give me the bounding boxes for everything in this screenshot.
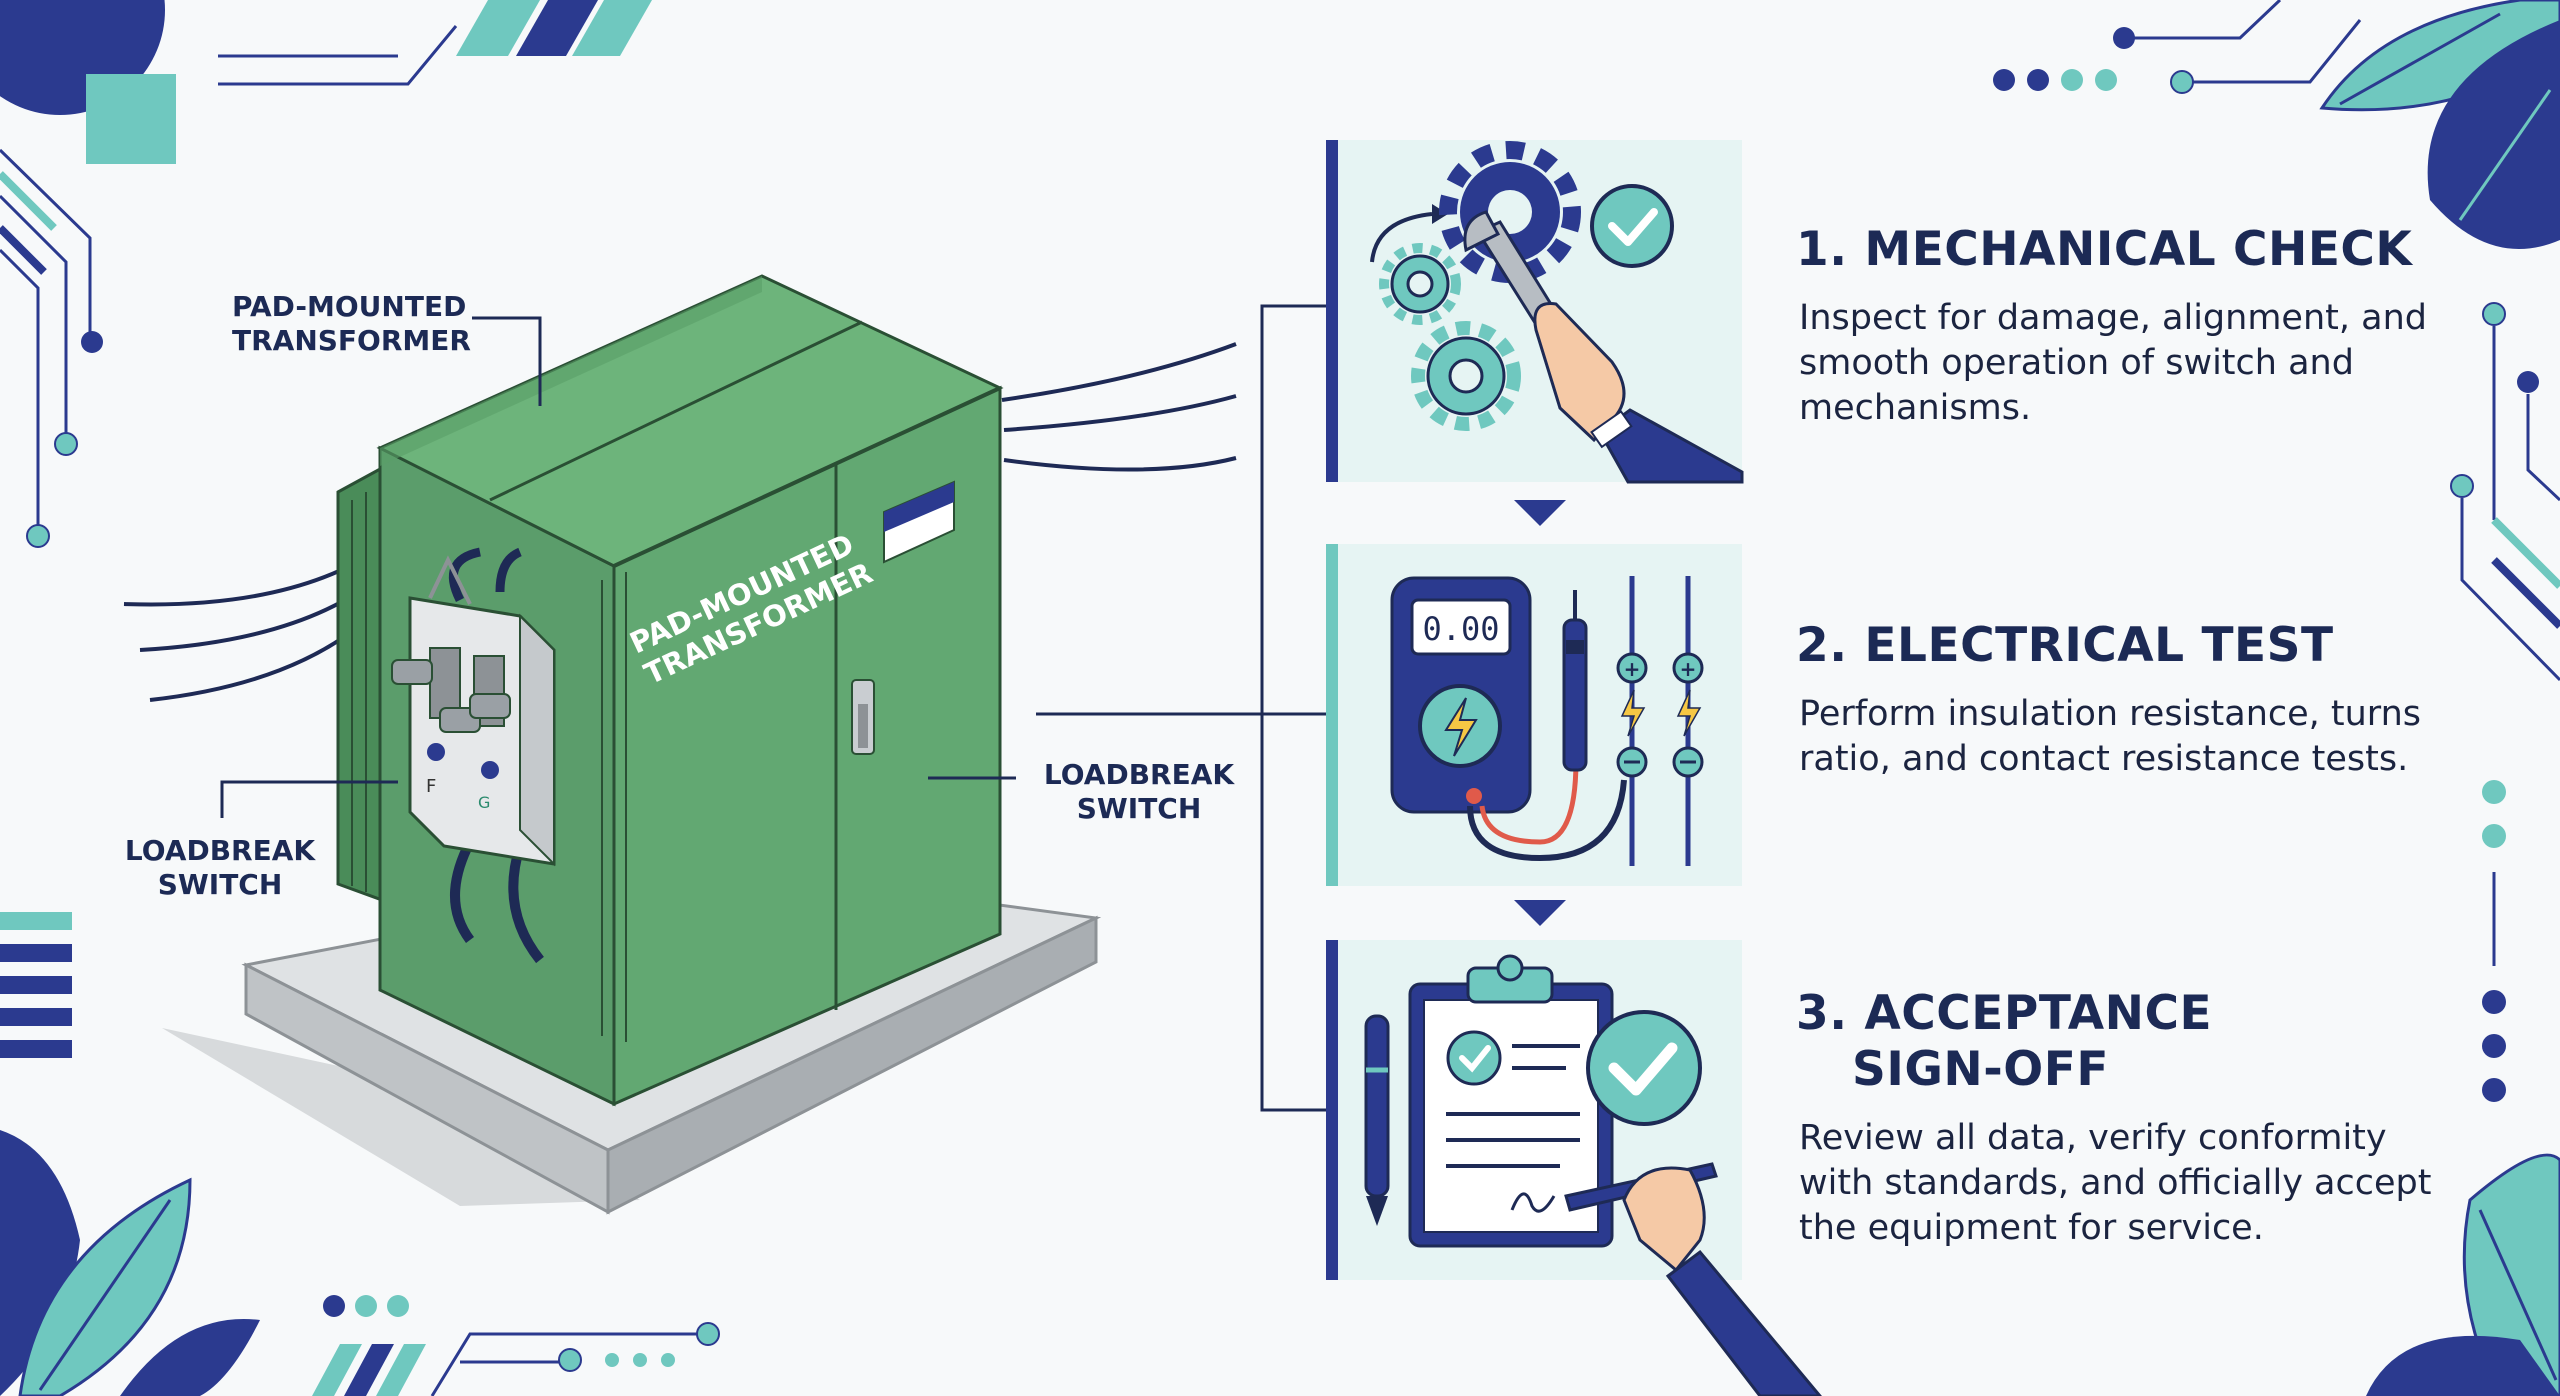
callout-leaders	[220, 304, 1326, 1112]
callout-loadbreak-right-line2: SWITCH	[1076, 792, 1202, 825]
callout-pad-mounted-transformer: PAD-MOUNTED TRANSFORMER	[232, 290, 471, 358]
svg-text:+: +	[1624, 657, 1641, 681]
step-1-description: Inspect for damage, alignment, and smoot…	[1799, 298, 2427, 428]
callout-loadbreak-left-line2: SWITCH	[157, 868, 283, 901]
test-lead-black	[1467, 779, 1627, 862]
meter-display: 0.00	[1422, 610, 1499, 648]
step-3-title: 3. ACCEPTANCE SIGN-OFF	[1796, 986, 2496, 1098]
callout-loadbreak-right-line1: LOADBREAK	[1043, 758, 1235, 791]
gear-small-icon	[1379, 243, 1461, 325]
checkmark-icon	[1590, 184, 1674, 268]
step-panel-3	[1326, 940, 1822, 1396]
callout-loadbreak-switch-right: LOADBREAK SWITCH	[1024, 758, 1254, 826]
signing-hand-icon	[1564, 1162, 1822, 1396]
callout-pad-mounted-line1: PAD-MOUNTED	[232, 290, 467, 323]
test-lead-red	[1479, 759, 1579, 845]
step-panel-1	[1326, 140, 1744, 484]
clipboard-icon	[1408, 954, 1614, 1248]
callout-pad-mounted-line2: TRANSFORMER	[232, 324, 471, 357]
transformer-illustration: F G	[123, 274, 1237, 1215]
step-3-title-line1: 3. ACCEPTANCE	[1796, 986, 2213, 1041]
step-1-title: 1. MECHANICAL CHECK	[1796, 222, 2413, 277]
decor-right-side	[2450, 302, 2560, 1102]
svg-text:G: G	[478, 793, 490, 812]
svg-text:F: F	[426, 776, 436, 797]
step-2-description: Perform insulation resistance, turns rat…	[1799, 694, 2422, 779]
multimeter-icon: 0.00	[1390, 576, 1532, 814]
pen-icon	[1364, 1014, 1390, 1226]
decor-top-right	[1993, 0, 2560, 249]
flow-arrow-2	[1514, 900, 1566, 926]
decor-bottom-left	[0, 1130, 720, 1396]
svg-text:+: +	[1680, 657, 1697, 681]
decor-left-bars	[0, 912, 72, 1058]
callout-loadbreak-switch-left: LOADBREAK SWITCH	[110, 834, 330, 902]
callout-loadbreak-left-line1: LOADBREAK	[124, 834, 316, 867]
decor-top-left	[0, 0, 652, 548]
flow-arrow-1	[1514, 500, 1566, 526]
step-3-title-line2: SIGN-OFF	[1852, 1042, 2109, 1097]
probe-icon	[1562, 590, 1588, 772]
decor-bottom-right	[2366, 1153, 2560, 1396]
step-panel-2: 0.00 + +	[1326, 544, 1742, 886]
checkmark-icon	[1586, 1010, 1702, 1126]
step-3-description: Review all data, verify conformity with …	[1799, 1118, 2432, 1248]
step-2-title: 2. ELECTRICAL TEST	[1796, 618, 2334, 673]
hand-icon	[1533, 302, 1744, 484]
rotation-arrow-icon	[1370, 212, 1433, 263]
gear-teal-icon	[1411, 321, 1521, 431]
concrete-pad-right	[606, 915, 1098, 1215]
terminal-icons: + +	[1616, 576, 1704, 866]
